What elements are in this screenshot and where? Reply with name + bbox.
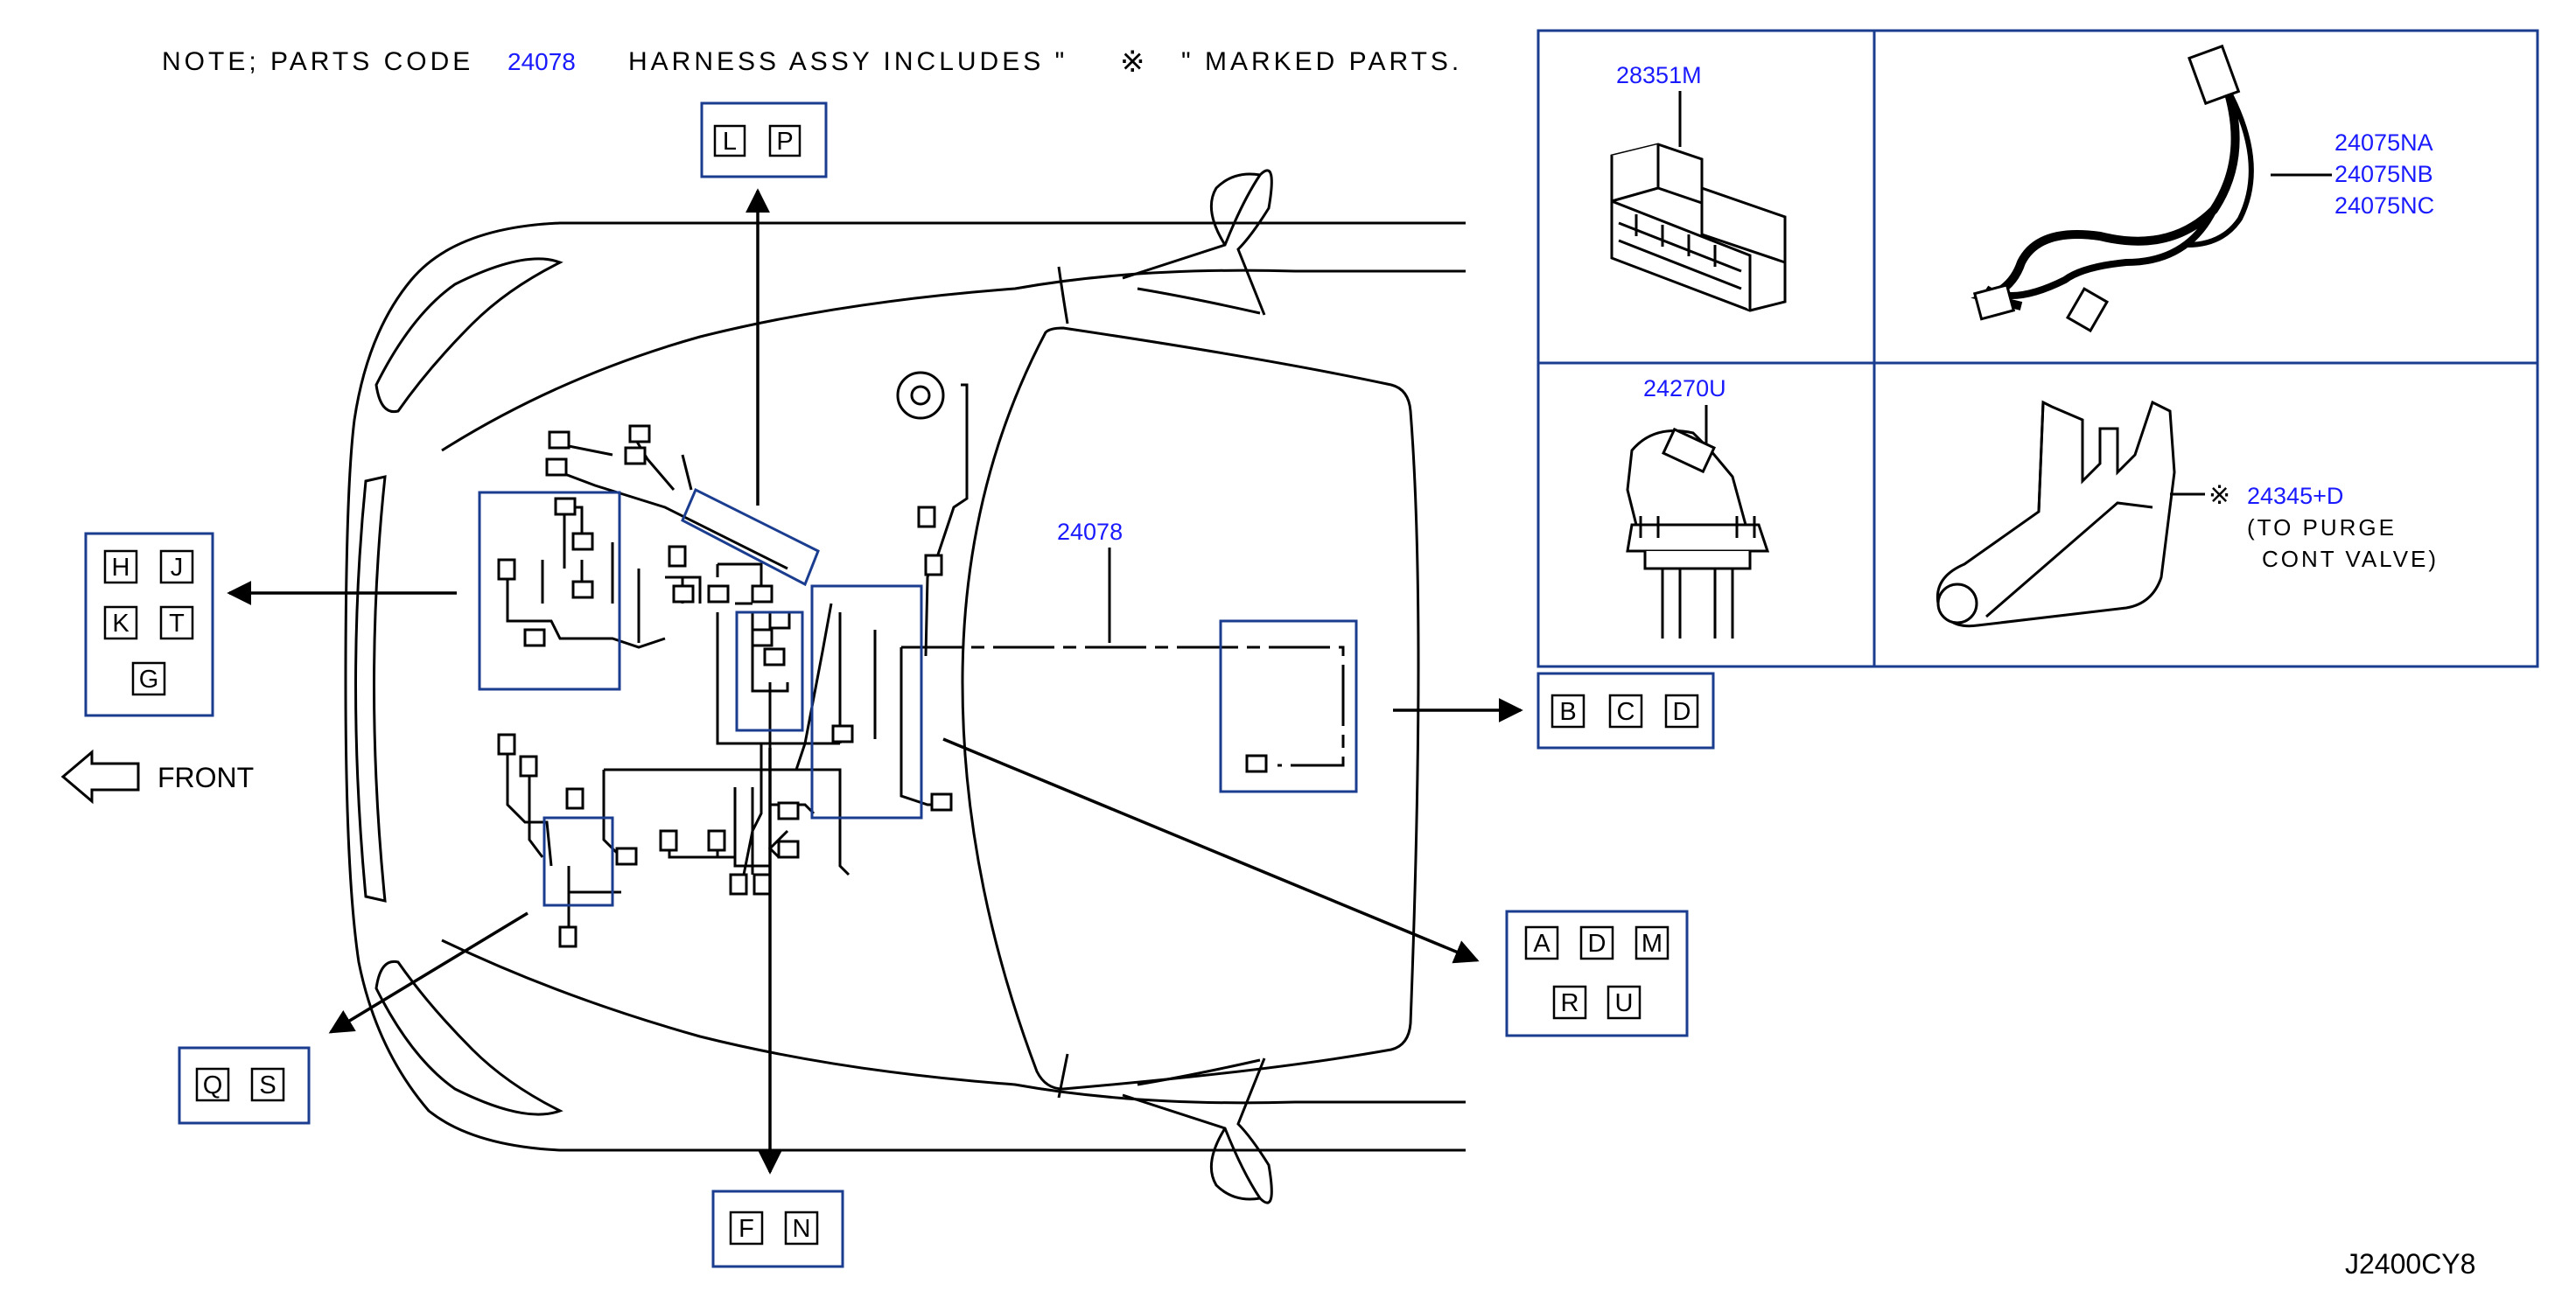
callout-letter: N	[793, 1215, 811, 1243]
callout-letter: C	[1617, 698, 1635, 726]
parts-panel	[1536, 29, 2539, 668]
callout-fn: F N	[711, 1190, 844, 1268]
diagram-id: J2400CY8	[2345, 1248, 2475, 1280]
parts-note: NOTE; PARTS CODE 24078 HARNESS ASSY INCL…	[162, 45, 1462, 79]
callout-arrows	[227, 188, 1523, 1175]
part-note-line: (TO PURGE	[2247, 514, 2397, 541]
front-arrow-icon	[60, 749, 140, 805]
callout-letter: G	[139, 666, 159, 694]
callout-letter: F	[738, 1215, 754, 1243]
callout-letter: K	[112, 610, 130, 638]
callout-letter: B	[1559, 698, 1576, 726]
callout-letter: R	[1561, 989, 1579, 1017]
callout-letter: D	[1588, 930, 1606, 958]
dashed-harness-line	[901, 646, 1345, 767]
front-indicator: FRONT	[60, 749, 254, 805]
callout-bcd: B C D	[1536, 672, 1715, 750]
part-24075: 24075NA 24075NB 24075NC	[1970, 44, 2434, 333]
connector-icon	[1626, 427, 1770, 639]
callout-letter: M	[1642, 930, 1662, 958]
callout-letter: U	[1615, 989, 1634, 1017]
note-code: 24078	[508, 48, 576, 75]
note-end: " MARKED PARTS.	[1181, 47, 1462, 76]
part-code: 24075NC	[2334, 192, 2434, 219]
sub-harness-icon	[1970, 44, 2254, 333]
callout-letter: A	[1533, 930, 1550, 958]
callout-letter: S	[259, 1071, 276, 1099]
part-24345d: ※ 24345+D (TO PURGE CONT VALVE)	[1936, 400, 2439, 628]
note-suffix: HARNESS ASSY INCLUDES "	[628, 47, 1068, 76]
callout-letter: Q	[203, 1071, 223, 1099]
front-label: FRONT	[158, 762, 254, 793]
callout-qs: Q S	[178, 1046, 311, 1125]
callout-admru: A D M R U	[1505, 910, 1689, 1037]
callout-letter: P	[776, 128, 793, 156]
part-code: 24270U	[1643, 375, 1726, 401]
relay-module-icon	[1610, 143, 1787, 312]
part-code: 24075NB	[2334, 161, 2433, 187]
part-note-line: CONT VALVE)	[2262, 546, 2439, 572]
note-prefix: NOTE; PARTS CODE	[162, 47, 473, 76]
callout-letter: D	[1673, 698, 1691, 726]
part-28351m: 28351M	[1610, 62, 1787, 312]
part-code: 24345+D	[2247, 483, 2343, 509]
connectors	[497, 371, 1268, 948]
callout-letter: T	[169, 610, 185, 638]
part-24270u: 24270U	[1626, 375, 1770, 639]
callout-letter: L	[723, 128, 737, 156]
part-code: 28351M	[1616, 62, 1702, 88]
bracket-icon	[1936, 400, 2176, 628]
callout-letter: H	[112, 554, 130, 582]
note-mark: ※	[1120, 45, 1145, 79]
callout-hjktg: H J K T G	[84, 532, 214, 717]
part-code: 24075NA	[2334, 129, 2433, 156]
car-body-outline	[344, 169, 1466, 1204]
main-harness-label: 24078	[1057, 519, 1123, 545]
blue-area-boxes	[478, 487, 1358, 907]
callout-letter: J	[171, 554, 184, 582]
callout-lp: L P	[700, 101, 828, 178]
part-mark: ※	[2208, 481, 2230, 510]
